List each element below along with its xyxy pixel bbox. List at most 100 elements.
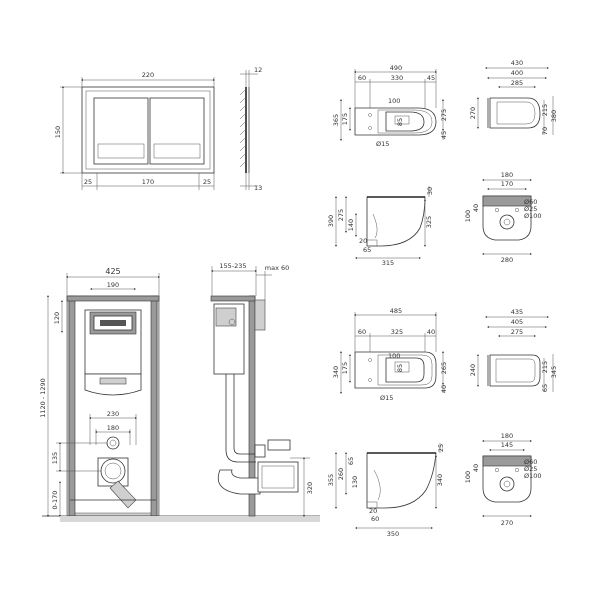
seat1-a-label: 70 [541, 127, 549, 135]
bowl2-back-d25-label: Ø25 [524, 465, 537, 473]
bowl1-side-top-label: 30 [426, 187, 434, 195]
seat1-b-label: 215 [541, 104, 549, 116]
bowl1-hole-height-label: 85 [396, 118, 404, 126]
bowl-2-back-view: 180 145 40 100 Ø60 Ø25 Ø100 270 [464, 432, 542, 527]
bowl-1-top-view: 490 60 330 45 365 175 100 85 275 45 Ø15 [332, 64, 448, 148]
bowl2-side-bottom-b-label: 60 [371, 515, 379, 523]
bowl2-side-b-label: 65 [347, 457, 355, 465]
bowl1-back-gap-label: 40 [472, 204, 480, 212]
bowl1-back-base-label: 280 [501, 256, 513, 264]
pipe-spacing-narrow-label: 180 [107, 424, 119, 432]
bowl2-side-c-label: 130 [351, 476, 359, 488]
bowl1-hole-diameter-label: Ø15 [376, 140, 389, 148]
bowl1-back-height-label: 100 [464, 210, 472, 222]
bowl-2-top-view: 485 60 325 40 340 175 100 85 265 40 Ø15 [332, 307, 448, 402]
bowl2-side-top-label: 25 [437, 444, 445, 452]
installation-frame-side-view: 155-235 max 60 320 [210, 262, 314, 517]
frame-width-label: 425 [105, 267, 120, 276]
bowl1-right-height-label: 275 [440, 109, 448, 121]
bowl1-inner-height-label: 175 [341, 113, 349, 125]
bowl1-side-right-height-label: 325 [425, 216, 433, 228]
bowl1-b-label: 330 [391, 74, 403, 82]
outlet-height-label: 320 [306, 482, 314, 494]
flush-plate-side-view: 12 13 [239, 66, 262, 192]
bowl2-back-d100-label: Ø100 [524, 472, 542, 480]
bowl-2-side-view: 25 355 260 65 130 340 20 60 350 [327, 443, 445, 538]
max-depth-label: max 60 [265, 264, 290, 272]
seat1-overall-label: 430 [511, 59, 523, 67]
bowl2-hole-diameter-label: Ø15 [380, 394, 393, 402]
bowl1-a-label: 60 [358, 74, 366, 82]
bowl2-hole-width-label: 100 [388, 352, 400, 360]
bowl2-back-top-label: 180 [501, 432, 513, 440]
bowl1-side-a-label: 275 [337, 209, 345, 221]
bowl2-back-mid-label: 145 [501, 441, 513, 449]
bowl1-overall-label: 490 [390, 64, 402, 72]
bowl1-side-base-label: 315 [382, 259, 394, 267]
foot-range-label: 0-170 [51, 491, 59, 510]
bowl1-hole-width-label: 100 [388, 97, 400, 105]
bowl2-a-label: 60 [358, 328, 366, 336]
seat1-inner-label: 285 [511, 79, 523, 87]
bowl1-c-label: 45 [427, 74, 435, 82]
flush-plate-front-view: 220 150 25 170 25 [54, 71, 215, 190]
frame-height-range-label: 1120 - 1290 [39, 378, 47, 418]
bowl1-back-d60-label: Ø60 [524, 198, 537, 206]
bowl2-hole-height-label: 85 [396, 364, 404, 372]
bowl1-back-d100-label: Ø100 [524, 212, 542, 220]
bowl-1-side-view: 30 390 275 140 325 20 65 315 [327, 186, 434, 267]
seat-2-top-view: 435 405 275 240 65 215 345 [469, 308, 558, 392]
bowl2-back-height-label: 100 [464, 471, 472, 483]
plate-height-label: 150 [54, 126, 62, 138]
bowl1-side-b-label: 140 [347, 219, 355, 231]
bowl1-bottom-label: 45 [440, 131, 448, 139]
plate-right-margin-label: 25 [203, 178, 211, 186]
bowl2-c-label: 40 [427, 328, 435, 336]
seat2-overall-label: 435 [511, 308, 523, 316]
bowl2-back-base-label: 270 [501, 519, 513, 527]
bowl2-overall-label: 485 [390, 307, 402, 315]
pipe-height-label: 135 [51, 452, 59, 464]
bowl2-left-height-label: 340 [332, 366, 340, 378]
bowl1-side-bottom-a-label: 20 [359, 237, 367, 245]
seat2-b-label: 215 [541, 361, 549, 373]
seat2-mid-label: 405 [511, 318, 523, 326]
seat1-mid-label: 400 [511, 69, 523, 77]
bowl2-inner-height-label: 175 [341, 362, 349, 374]
frame-depth-range-label: 155-235 [219, 262, 246, 270]
bowl1-back-top-label: 180 [501, 171, 513, 179]
plate-width-label: 220 [142, 71, 154, 79]
plate-center-width-label: 170 [142, 178, 154, 186]
bowl2-back-d60-label: Ø60 [524, 458, 537, 466]
frame-top-height-label: 120 [53, 312, 61, 324]
bowl2-side-left-height-label: 355 [327, 474, 335, 486]
bowl2-right-height-label: 265 [440, 362, 448, 374]
bowl2-side-base-label: 350 [387, 530, 399, 538]
seat2-height-label: 240 [469, 364, 477, 376]
bowl2-back-gap-label: 40 [472, 464, 480, 472]
pipe-spacing-wide-label: 230 [107, 410, 119, 418]
bowl-1-back-view: 180 170 40 100 Ø60 Ø25 Ø100 280 [464, 171, 542, 264]
plate-side-bottom-label: 13 [254, 184, 262, 192]
bowl2-b-label: 325 [391, 328, 403, 336]
seat2-a-label: 65 [541, 384, 549, 392]
frame-top-width-label: 190 [107, 281, 119, 289]
seat1-c-label: 380 [550, 110, 558, 122]
bowl2-side-right-height-label: 340 [436, 474, 444, 486]
bowl1-back-mid-label: 170 [501, 180, 513, 188]
bowl2-side-a-label: 260 [337, 468, 345, 480]
installation-frame-front-view: 425 190 120 1120 - 1290 230 180 135 0-17… [39, 267, 320, 522]
seat2-c-label: 345 [550, 366, 558, 378]
bowl1-side-left-height-label: 390 [327, 215, 335, 227]
bowl1-side-bottom-b-label: 65 [363, 246, 371, 254]
plate-left-margin-label: 25 [84, 178, 92, 186]
bowl1-back-d25-label: Ø25 [524, 205, 537, 213]
seat-1-top-view: 430 400 285 270 70 215 380 [469, 59, 558, 135]
bowl2-bottom-label: 40 [440, 385, 448, 393]
seat2-inner-label: 275 [511, 328, 523, 336]
bowl2-side-bottom-a-label: 20 [369, 507, 377, 515]
bowl1-left-height-label: 365 [332, 114, 340, 126]
seat1-height-label: 270 [469, 107, 477, 119]
plate-side-top-label: 12 [254, 66, 262, 74]
